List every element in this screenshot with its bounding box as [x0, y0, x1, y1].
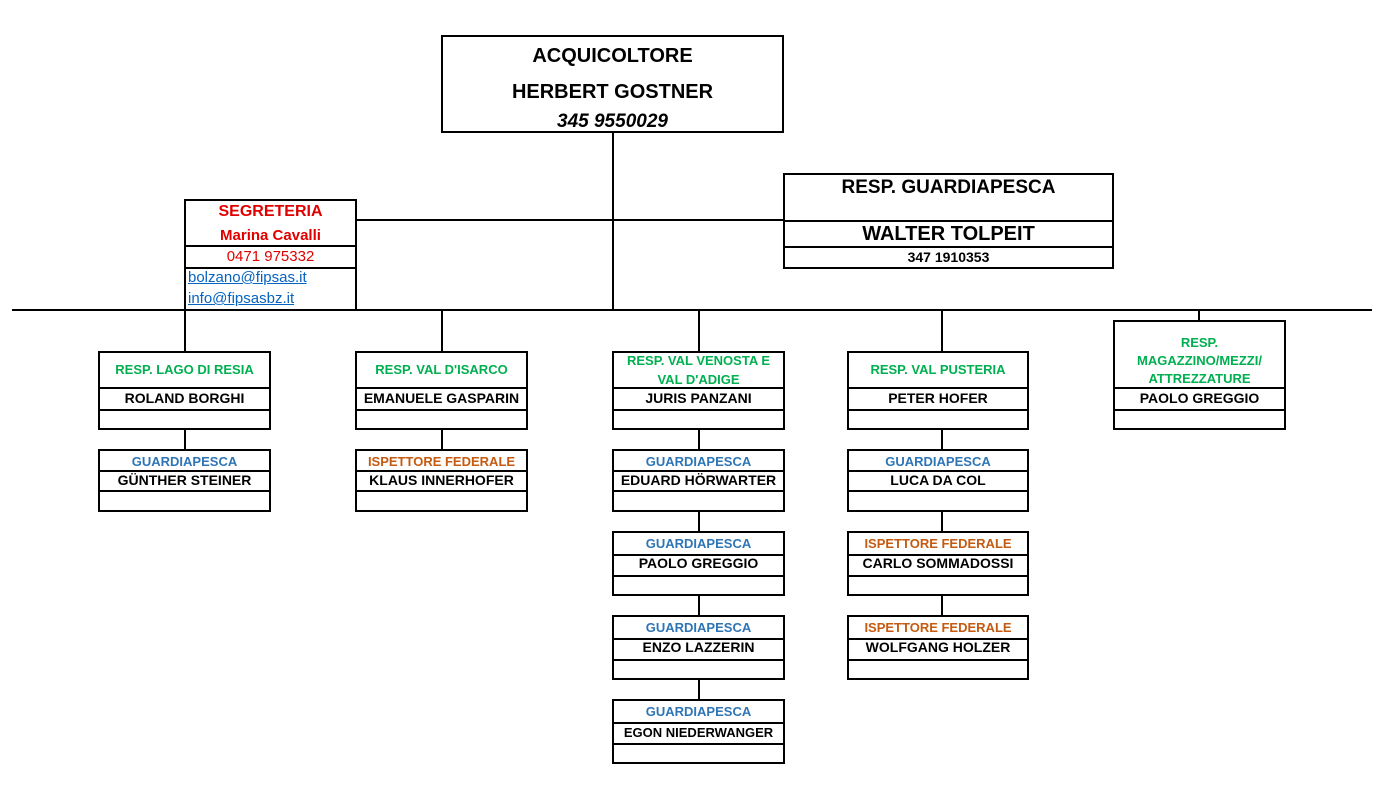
staff-box: ISPETTORE FEDERALE CARLO SOMMADOSSI: [847, 531, 1029, 596]
area-title: RESP. VAL D'ISARCO: [375, 362, 508, 377]
area-title: RESP. VAL PUSTERIA: [870, 362, 1006, 377]
area-title-line1: RESP. VAL VENOSTA E: [626, 353, 771, 368]
staff-name: ENZO LAZZERIN: [642, 639, 755, 655]
area-title-line1: RESP.: [1180, 335, 1219, 350]
area-title-line3: ATTREZZATURE: [1148, 371, 1251, 386]
area-title-line2: VAL D'ADIGE: [657, 372, 740, 387]
resp-guardiapesca-box: RESP. GUARDIAPESCA WALTER TOLPEIT 347 19…: [783, 173, 1114, 269]
staff-role: GUARDIAPESCA: [645, 620, 752, 635]
staff-name: EDUARD HÖRWARTER: [620, 472, 777, 488]
acquicoltore-name: HERBERT GOSTNER: [511, 81, 714, 103]
acquicoltore-box: ACQUICOLTORE HERBERT GOSTNER 345 9550029: [441, 35, 784, 133]
area-name: ROLAND BORGHI: [124, 390, 245, 406]
staff-box: ISPETTORE FEDERALE KLAUS INNERHOFER: [355, 449, 528, 512]
area-title: RESP. LAGO DI RESIA: [115, 362, 254, 377]
area-box-pusteria: RESP. VAL PUSTERIA PETER HOFER: [847, 351, 1029, 430]
staff-role: ISPETTORE FEDERALE: [367, 454, 516, 469]
staff-box: GUARDIAPESCA EDUARD HÖRWARTER: [612, 449, 785, 512]
staff-box: GUARDIAPESCA PAOLO GREGGIO: [612, 531, 785, 596]
area-box-magazzino: RESP. MAGAZZINO/MEZZI/ ATTREZZATURE PAOL…: [1113, 320, 1286, 430]
staff-name: KLAUS INNERHOFER: [369, 472, 514, 488]
staff-name: EGON NIEDERWANGER: [623, 725, 774, 740]
staff-role: ISPETTORE FEDERALE: [864, 620, 1012, 635]
staff-name: CARLO SOMMADOSSI: [862, 555, 1014, 571]
area-box-venosta: RESP. VAL VENOSTA E VAL D'ADIGE JURIS PA…: [612, 351, 785, 430]
area-title-line2: MAGAZZINO/MEZZI/: [1137, 353, 1262, 368]
staff-box: GUARDIAPESCA GÜNTHER STEINER: [98, 449, 271, 512]
email-link-bolzano[interactable]: bolzano@fipsas.it: [188, 269, 307, 286]
staff-name: LUCA DA COL: [890, 472, 986, 488]
segreteria-name: Marina Cavalli: [220, 227, 321, 244]
staff-box: GUARDIAPESCA LUCA DA COL: [847, 449, 1029, 512]
staff-role: ISPETTORE FEDERALE: [864, 536, 1012, 551]
area-name: PETER HOFER: [888, 390, 988, 406]
staff-name: WOLFGANG HOLZER: [865, 639, 1011, 655]
acquicoltore-phone: 345 9550029: [557, 111, 668, 132]
resp-guardiapesca-title: RESP. GUARDIAPESCA: [841, 177, 1056, 198]
segreteria-title: SEGRETERIA: [218, 203, 323, 220]
resp-guardiapesca-phone: 347 1910353: [907, 249, 990, 265]
staff-role: GUARDIAPESCA: [645, 704, 752, 719]
email-link-info[interactable]: info@fipsasbz.it: [188, 290, 295, 307]
staff-role: GUARDIAPESCA: [885, 454, 991, 469]
staff-role: GUARDIAPESCA: [645, 536, 752, 551]
staff-box: GUARDIAPESCA EGON NIEDERWANGER: [612, 699, 785, 764]
area-box-resia: RESP. LAGO DI RESIA ROLAND BORGHI: [98, 351, 271, 430]
staff-role: GUARDIAPESCA: [645, 454, 752, 469]
staff-name: PAOLO GREGGIO: [638, 555, 759, 571]
area-name: JURIS PANZANI: [645, 390, 752, 406]
segreteria-box: SEGRETERIA Marina Cavalli 0471 975332 bo…: [184, 199, 357, 311]
staff-box: GUARDIAPESCA ENZO LAZZERIN: [612, 615, 785, 680]
staff-box: ISPETTORE FEDERALE WOLFGANG HOLZER: [847, 615, 1029, 680]
acquicoltore-role: ACQUICOLTORE: [532, 45, 693, 67]
area-name: PAOLO GREGGIO: [1139, 390, 1260, 406]
area-name: EMANUELE GASPARIN: [363, 390, 520, 406]
segreteria-phone: 0471 975332: [226, 248, 315, 265]
staff-role: GUARDIAPESCA: [131, 454, 238, 469]
staff-name: GÜNTHER STEINER: [117, 472, 252, 488]
resp-guardiapesca-name: WALTER TOLPEIT: [862, 223, 1035, 245]
area-box-isarco: RESP. VAL D'ISARCO EMANUELE GASPARIN: [355, 351, 528, 430]
